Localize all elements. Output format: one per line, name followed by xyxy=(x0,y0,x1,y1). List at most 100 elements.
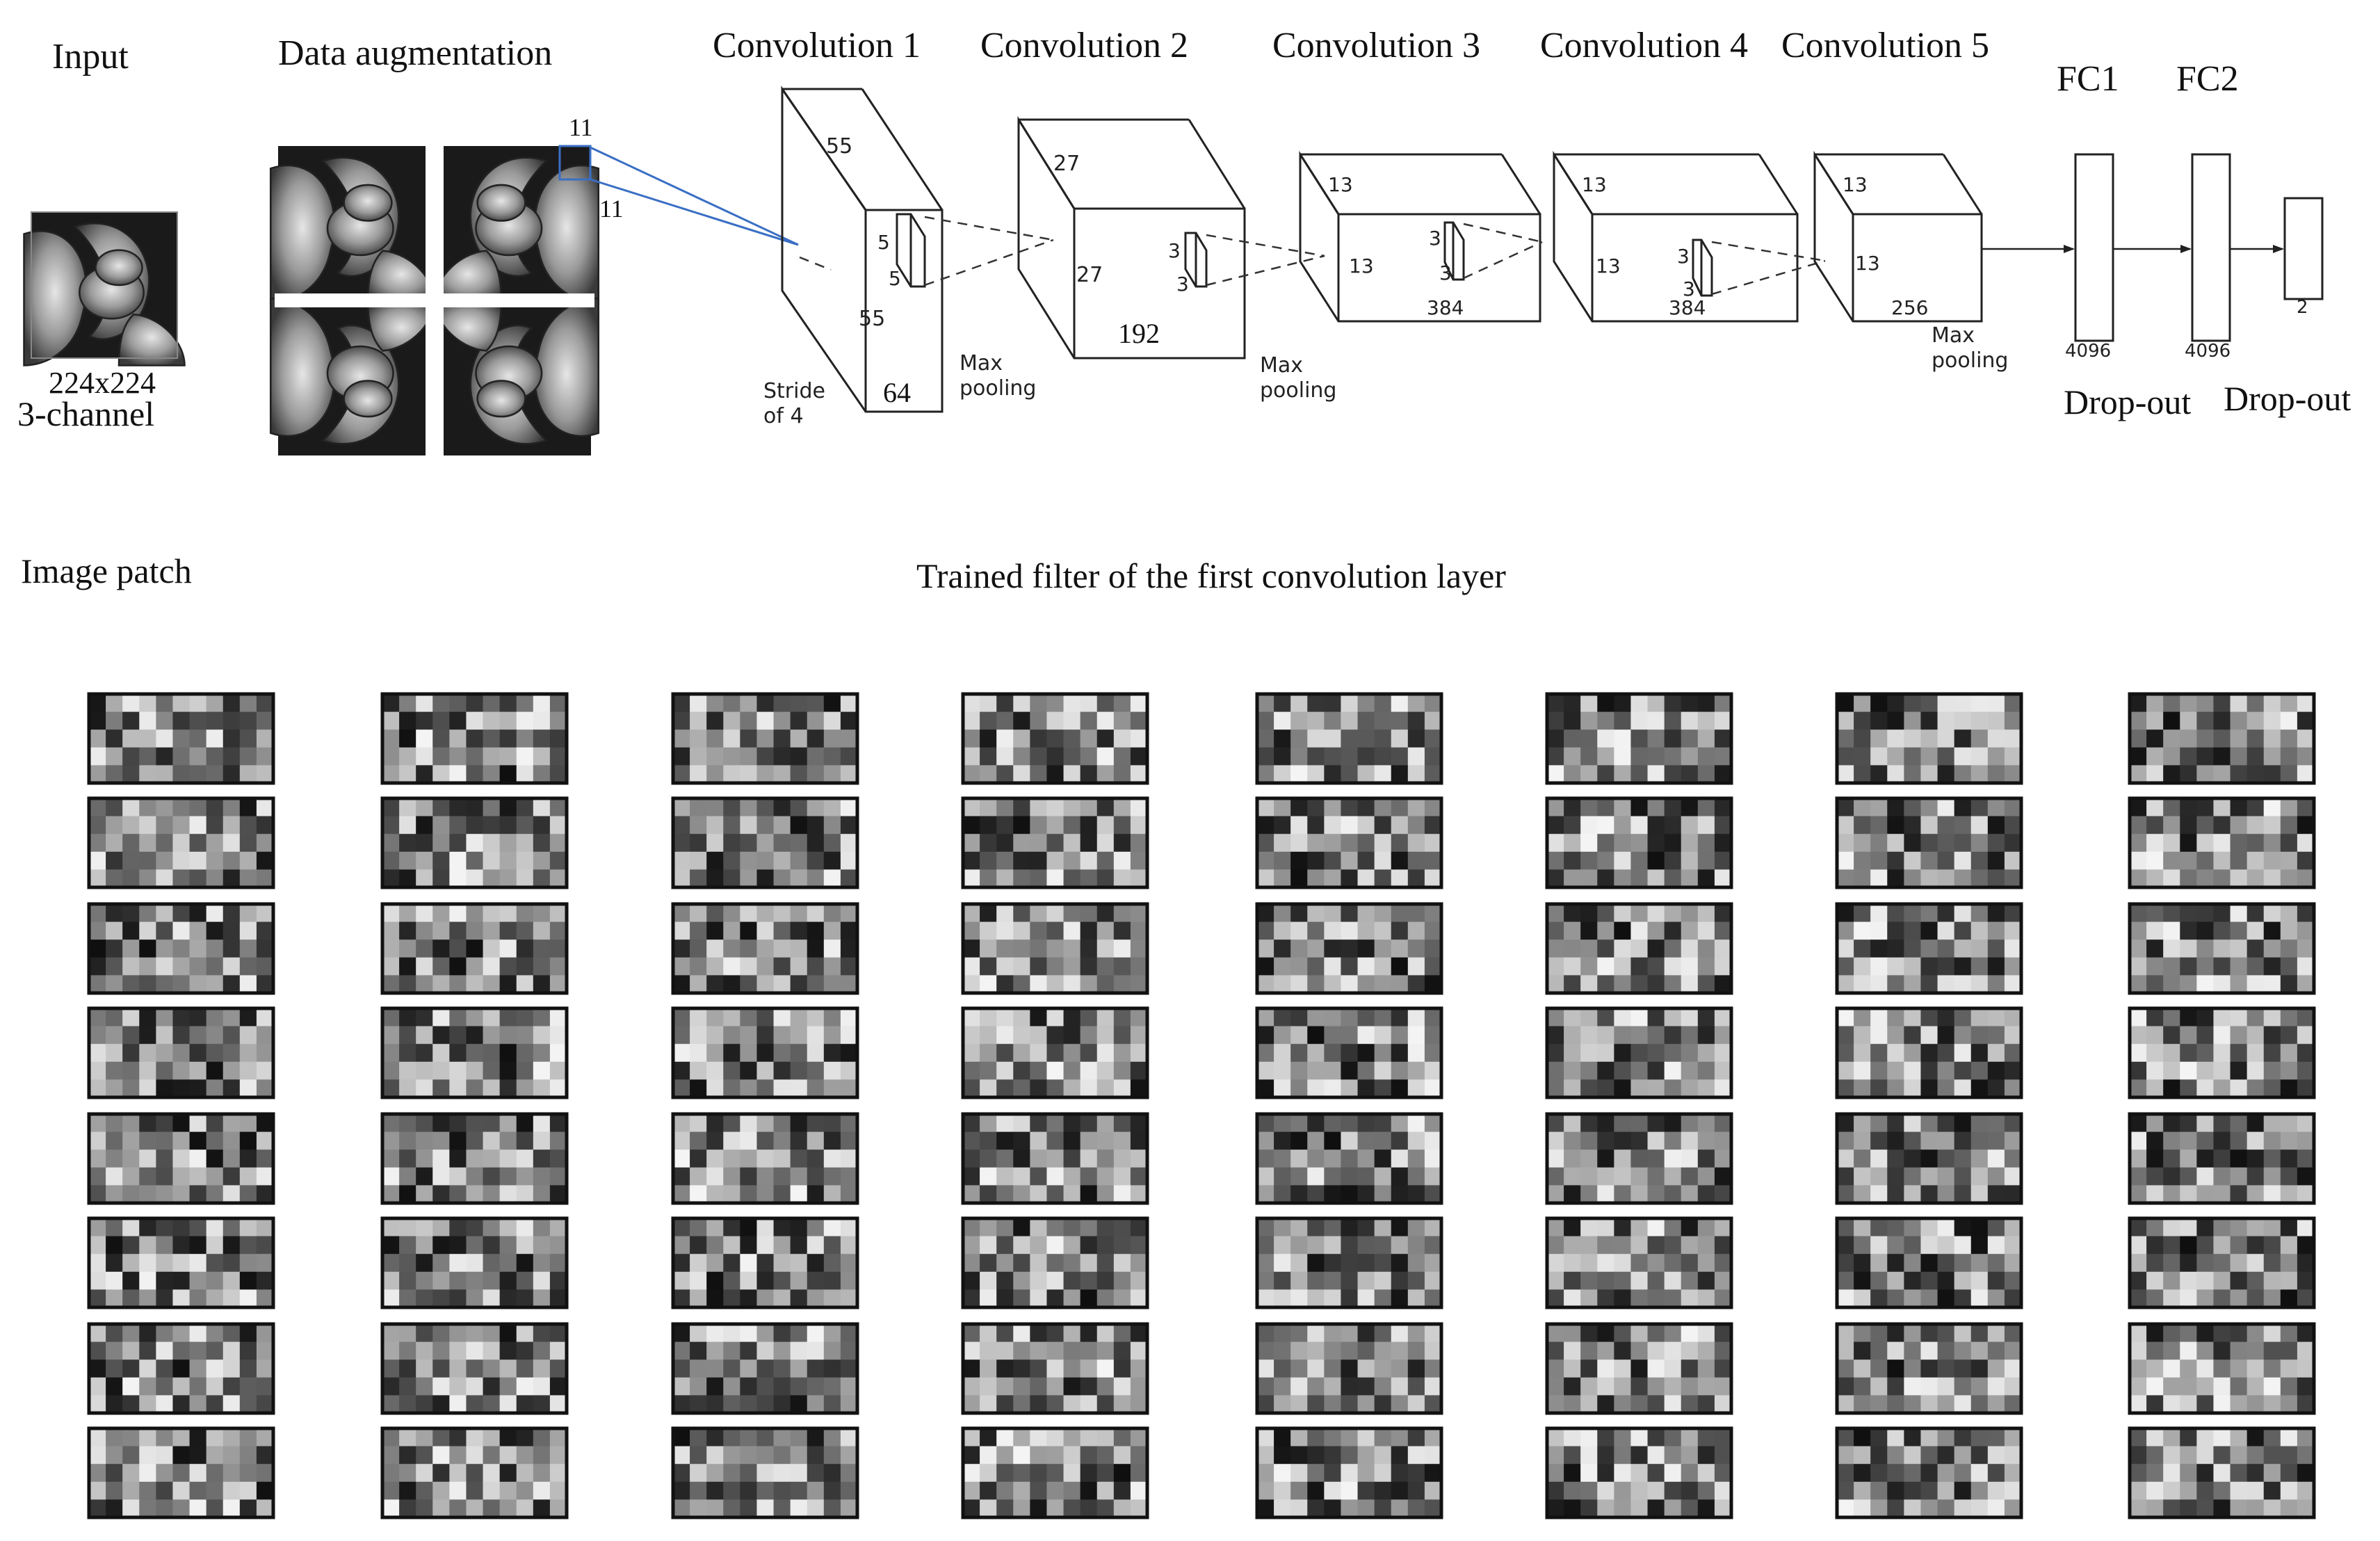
conv4-depth: 384 xyxy=(1669,296,1706,319)
filter-patch xyxy=(961,1426,1149,1519)
filter-patch xyxy=(1835,692,2023,785)
conv1-block xyxy=(781,86,944,413)
augmented-image-2 xyxy=(432,145,600,305)
fc1-title: FC1 xyxy=(2057,59,2119,99)
conv1-stride-line2: of 4 xyxy=(763,404,804,428)
filter-patch xyxy=(1255,1426,1443,1519)
conv3-depth: 384 xyxy=(1427,296,1464,319)
filter-patch xyxy=(1545,1322,1733,1415)
filter-patch xyxy=(87,1112,275,1205)
filter-patch xyxy=(1835,902,2023,995)
augmented-image-1 xyxy=(269,145,437,305)
input-title: Input xyxy=(52,37,129,76)
conv3-kernel-a: 3 xyxy=(1429,227,1441,250)
pool2-label-1: Max xyxy=(1260,353,1303,378)
image-patch-box xyxy=(558,145,592,181)
filter-patch xyxy=(2128,902,2316,995)
filter-patch xyxy=(1835,1112,2023,1205)
filter-patch xyxy=(380,796,569,889)
fc1-units: 4096 xyxy=(2065,341,2111,362)
output-block xyxy=(2283,197,2324,300)
filter-patch xyxy=(1835,1426,2023,1519)
filter-patch xyxy=(2128,1322,2316,1415)
conv1-side-dim: 55 xyxy=(859,307,885,331)
patch-height-label: 11 xyxy=(599,195,624,223)
filter-patch xyxy=(2128,1216,2316,1309)
filter-patch xyxy=(87,796,275,889)
filter-patch xyxy=(87,1006,275,1099)
conv5-side-dim: 13 xyxy=(1855,252,1880,275)
patch-width-label: 11 xyxy=(569,113,593,141)
filter-patch xyxy=(380,1216,569,1309)
filter-patch xyxy=(671,1006,859,1099)
filter-patch xyxy=(1255,902,1443,995)
filter-patch xyxy=(1545,902,1733,995)
conv2-side-dim: 27 xyxy=(1076,263,1103,287)
filter-patch xyxy=(1545,1216,1733,1309)
filter-patch xyxy=(1255,1216,1443,1309)
conv4-kernel-a: 3 xyxy=(1677,245,1690,268)
fc2-block xyxy=(2191,153,2231,342)
conv4-top-dim: 13 xyxy=(1582,173,1607,196)
filter-patch xyxy=(87,902,275,995)
filter-patch xyxy=(2128,1006,2316,1099)
conv3-kernel-b: 3 xyxy=(1439,261,1452,284)
filter-patch xyxy=(671,1322,859,1415)
filter-patch xyxy=(671,1216,859,1309)
filter-patch xyxy=(1255,1006,1443,1099)
filter-patch xyxy=(961,692,1149,785)
fc2-title: FC2 xyxy=(2176,59,2239,99)
filter-patch xyxy=(380,1006,569,1099)
conv1-stride-line1: Stride xyxy=(763,379,825,403)
pool1-label-2: pooling xyxy=(960,376,1036,401)
augmented-image-4 xyxy=(432,297,600,457)
filter-patch xyxy=(380,1322,569,1415)
input-size-label: 224x224 xyxy=(49,366,156,400)
filter-patch xyxy=(1835,1322,2023,1415)
conv1-kernel-a: 5 xyxy=(877,231,890,254)
filter-patch xyxy=(961,1006,1149,1099)
image-patch-title: Image patch xyxy=(21,551,192,590)
filter-patch xyxy=(1545,796,1733,889)
filter-patch xyxy=(380,902,569,995)
filter-patch xyxy=(961,1216,1149,1309)
input-channel-label: 3-channel xyxy=(17,394,154,433)
conv2-title: Convolution 2 xyxy=(980,26,1188,65)
filter-patch xyxy=(1255,1112,1443,1205)
filter-patch xyxy=(671,796,859,889)
filter-patch xyxy=(380,1112,569,1205)
filter-grid xyxy=(87,692,2316,1519)
conv5-depth: 256 xyxy=(1891,296,1928,319)
conv4-kernel-b: 3 xyxy=(1683,277,1695,300)
fc1-block xyxy=(2074,153,2114,342)
filter-patch xyxy=(1255,692,1443,785)
filter-patch xyxy=(87,1322,275,1415)
input-image xyxy=(23,211,186,366)
conv2-kernel-a: 3 xyxy=(1168,239,1181,262)
conv3-title: Convolution 3 xyxy=(1272,26,1480,65)
augmented-image-3 xyxy=(269,297,437,457)
filter-patch xyxy=(1255,796,1443,889)
conv2-block xyxy=(1017,115,1246,360)
filter-patch xyxy=(961,902,1149,995)
fc2-dropout: Drop-out xyxy=(2224,379,2351,418)
filter-patch xyxy=(2128,1112,2316,1205)
filter-patch xyxy=(671,1112,859,1205)
conv4-block xyxy=(1553,150,1799,323)
filter-patch xyxy=(1255,1322,1443,1415)
pool2-label-2: pooling xyxy=(1260,378,1336,403)
pool3-label-2: pooling xyxy=(1932,348,2008,373)
conv3-top-dim: 13 xyxy=(1328,173,1353,196)
fc1-dropout: Drop-out xyxy=(2064,382,2191,421)
filter-patch xyxy=(2128,796,2316,889)
filter-patch xyxy=(1545,1112,1733,1205)
filter-patch xyxy=(380,1426,569,1519)
conv1-top-dim: 55 xyxy=(826,134,852,159)
conv5-block xyxy=(1813,150,1983,323)
conv2-kernel-b: 3 xyxy=(1176,273,1189,296)
filter-patch xyxy=(671,902,859,995)
filter-patch xyxy=(87,692,275,785)
output-units: 2 xyxy=(2297,297,2308,318)
